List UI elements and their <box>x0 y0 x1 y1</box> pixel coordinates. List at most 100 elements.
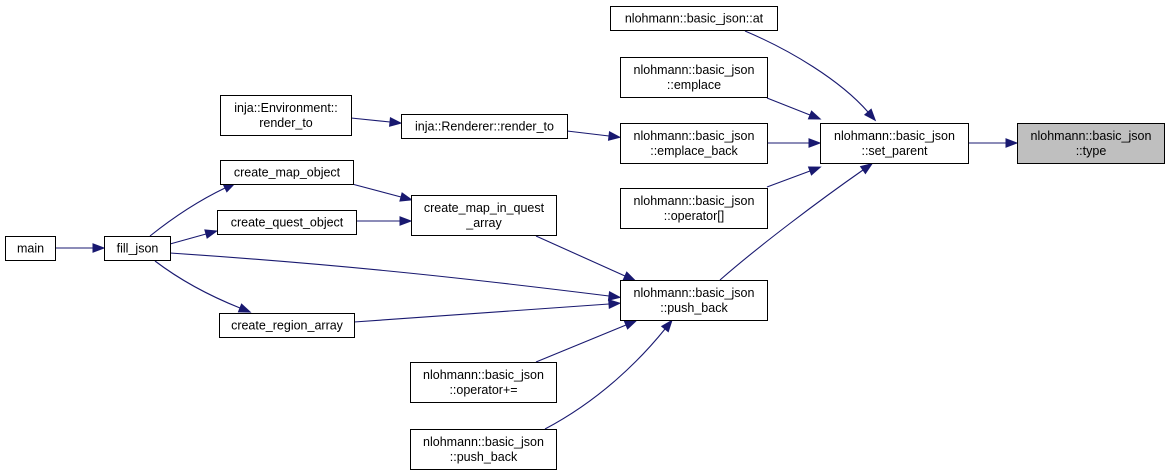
edge-arrowhead <box>608 299 622 309</box>
edge-env_render_to-to-renderer_render_to <box>350 117 403 127</box>
node-create-map-object[interactable]: create_map_object <box>220 160 354 185</box>
edge-arrowhead <box>237 303 252 313</box>
edge-arrowhead <box>623 320 638 330</box>
node-label-line: nlohmann::basic_json <box>834 129 955 143</box>
node-box <box>411 195 557 236</box>
node-label-line: nlohmann::basic_json <box>634 286 755 300</box>
edge-arrowhead <box>607 131 622 141</box>
node-set-parent[interactable]: nlohmann::basic_json::set_parent <box>820 123 969 164</box>
edge-arrowhead <box>399 192 413 202</box>
node-label-line: main <box>17 242 44 256</box>
node-create-region-array[interactable]: create_region_array <box>219 313 355 338</box>
edge-set_parent-to-type <box>968 138 1019 148</box>
edge-line <box>719 169 864 281</box>
node-label-line: ::set_parent <box>861 144 928 158</box>
node-label-line: fill_json <box>117 242 159 256</box>
node-label-line: render_to <box>259 116 313 130</box>
edge-push_back-to-set_parent <box>719 162 874 281</box>
node-box <box>219 313 355 338</box>
node-box <box>1017 123 1165 164</box>
node-box <box>5 236 56 261</box>
node-box <box>610 6 778 31</box>
node-operator-index[interactable]: nlohmann::basic_json::operator[] <box>620 188 768 229</box>
edge-fill_json-to-create_region_array <box>154 260 252 313</box>
node-label-line: nlohmann::basic_json <box>423 435 544 449</box>
edge-create_map_object-to-create_map_in_quest_array <box>351 183 413 202</box>
node-label-line: nlohmann::basic_json <box>1031 129 1152 143</box>
edge-line <box>169 233 207 245</box>
edge-line <box>766 97 811 116</box>
edge-fill_json-to-create_quest_object <box>169 229 218 245</box>
node-label-line: inja::Renderer::render_to <box>415 120 554 134</box>
edge-arrowhead <box>399 216 413 226</box>
node-box <box>104 236 171 261</box>
node-box <box>220 95 352 136</box>
edge-line <box>744 30 869 113</box>
edge-line <box>350 117 391 123</box>
node-emplace[interactable]: nlohmann::basic_json::emplace <box>620 57 768 98</box>
node-create-quest-object[interactable]: create_quest_object <box>217 210 357 235</box>
edge-arrowhead <box>204 229 218 239</box>
node-label-line: nlohmann::basic_json <box>634 194 755 208</box>
node-label-line: ::push_back <box>660 301 728 315</box>
node-label-line: inja::Environment:: <box>234 101 338 115</box>
edge-arrowhead <box>607 291 622 301</box>
node-env-render-to[interactable]: inja::Environment::render_to <box>220 95 352 136</box>
node-box <box>410 429 557 470</box>
edge-line <box>535 235 626 277</box>
edge-arrowhead <box>1005 138 1019 148</box>
node-label-line: ::emplace <box>667 78 721 92</box>
node-at[interactable]: nlohmann::basic_json::at <box>610 6 778 31</box>
node-label-line: create_map_in_quest <box>424 201 545 215</box>
node-push-back-2[interactable]: nlohmann::basic_json::push_back <box>410 429 557 470</box>
node-renderer-render-to[interactable]: inja::Renderer::render_to <box>401 114 568 139</box>
edge-fill_json-to-push_back <box>169 252 622 301</box>
nodes-layer: nlohmann::basic_json::typenlohmann::basi… <box>5 6 1165 470</box>
node-type[interactable]: nlohmann::basic_json::type <box>1017 123 1165 164</box>
edges-layer <box>55 30 1019 430</box>
edge-line <box>169 252 610 297</box>
edge-line <box>353 303 610 323</box>
edge-line <box>149 187 226 237</box>
node-label-line: create_region_array <box>231 319 344 333</box>
edge-arrowhead <box>92 243 106 253</box>
node-label-line: ::emplace_back <box>650 144 738 158</box>
edge-operator_plus_eq-to-push_back <box>535 320 638 363</box>
edge-create_map_in_quest_array-to-push_back <box>535 235 637 282</box>
edge-at-to-set_parent <box>744 30 877 122</box>
node-label-line: nlohmann::basic_json::at <box>625 12 764 26</box>
edge-line <box>351 183 402 198</box>
node-main[interactable]: main <box>5 236 56 261</box>
node-box <box>620 123 768 164</box>
node-box <box>620 57 768 98</box>
edge-operator_index-to-set_parent <box>766 166 822 188</box>
node-operator-plus-eq[interactable]: nlohmann::basic_json::operator+= <box>410 362 557 403</box>
edge-arrowhead <box>807 110 822 120</box>
node-label-line: ::push_back <box>450 450 518 464</box>
node-label-line: create_map_object <box>234 166 341 180</box>
node-box <box>220 160 354 185</box>
edge-line <box>535 324 627 363</box>
node-box <box>217 210 357 235</box>
edge-line <box>154 260 241 309</box>
node-push-back[interactable]: nlohmann::basic_json::push_back <box>620 280 768 321</box>
node-label-line: _array <box>465 216 502 230</box>
node-fill-json[interactable]: fill_json <box>104 236 171 261</box>
edge-arrowhead <box>859 162 874 175</box>
node-box <box>820 123 969 164</box>
edge-emplace-to-set_parent <box>766 97 822 120</box>
edge-arrowhead <box>863 108 877 122</box>
edge-renderer_render_to-to-emplace_back <box>566 130 622 141</box>
node-box <box>401 114 568 139</box>
edge-push_back_2-to-push_back <box>544 319 673 430</box>
node-label-line: ::type <box>1076 144 1107 158</box>
edge-arrowhead <box>660 319 673 333</box>
node-box <box>620 280 768 321</box>
node-emplace-back[interactable]: nlohmann::basic_json::emplace_back <box>620 123 768 164</box>
edge-line <box>766 170 811 188</box>
node-create-map-in-quest-array[interactable]: create_map_in_quest_array <box>411 195 557 236</box>
edge-line <box>566 130 610 137</box>
edge-emplace_back-to-set_parent <box>767 138 822 148</box>
edge-line <box>544 328 666 430</box>
